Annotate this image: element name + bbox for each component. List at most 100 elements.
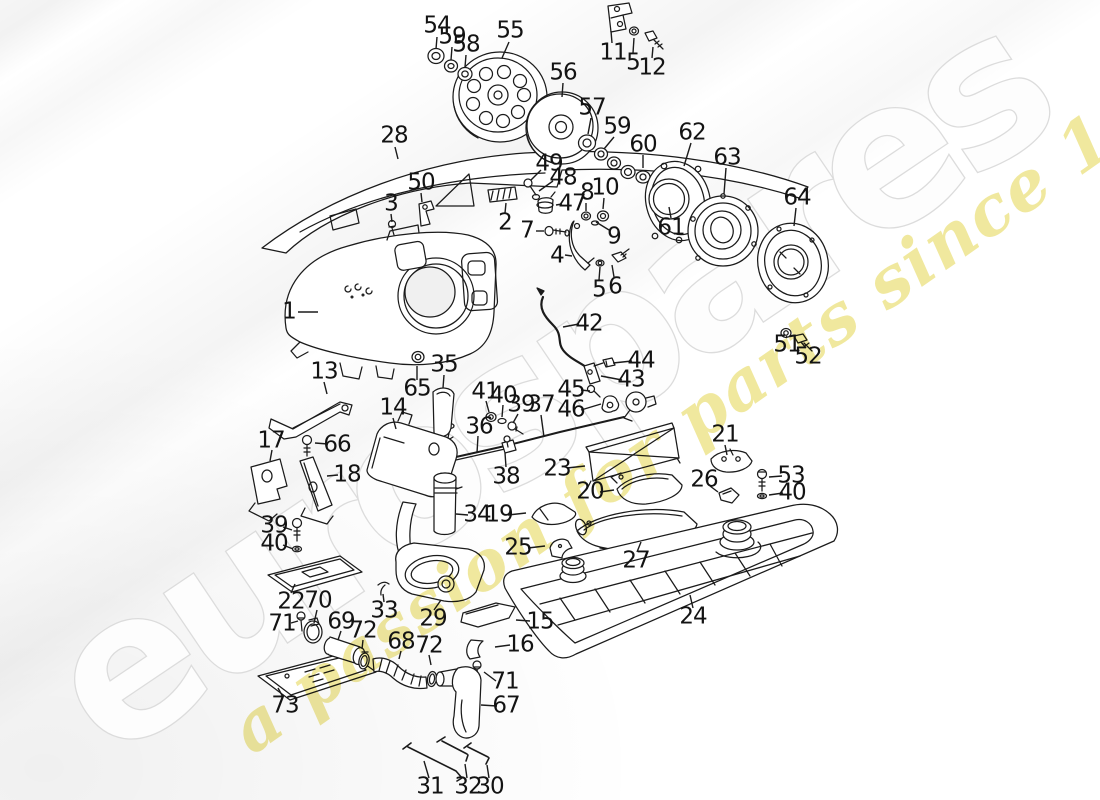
callout-29[interactable]: 29 [419, 605, 447, 632]
callout-53[interactable]: 53 [777, 462, 805, 489]
callout-72[interactable]: 72 [415, 632, 443, 659]
callout-36[interactable]: 36 [465, 413, 493, 440]
callout-68[interactable]: 68 [387, 628, 415, 655]
callout-72[interactable]: 72 [349, 617, 377, 644]
callout-22[interactable]: 22 [277, 588, 305, 615]
callout-18[interactable]: 18 [333, 461, 361, 488]
callout-42[interactable]: 42 [575, 310, 603, 337]
leader-line-26 [709, 485, 719, 493]
callout-65[interactable]: 65 [403, 375, 431, 402]
callout-56[interactable]: 56 [549, 59, 577, 86]
callout-54[interactable]: 54 [423, 12, 451, 39]
callout-10[interactable]: 10 [591, 174, 619, 201]
leader-line-11 [610, 30, 613, 44]
callout-34[interactable]: 34 [463, 501, 491, 528]
callout-38[interactable]: 38 [492, 463, 520, 490]
callout-5[interactable]: 5 [626, 49, 641, 76]
callout-44[interactable]: 44 [627, 347, 655, 374]
callout-35[interactable]: 35 [430, 351, 458, 378]
callout-16[interactable]: 16 [506, 631, 534, 658]
callout-47[interactable]: 47 [558, 190, 586, 217]
leader-line-16 [494, 644, 511, 648]
callout-52[interactable]: 52 [794, 343, 822, 370]
callout-57[interactable]: 57 [578, 94, 606, 121]
callout-6[interactable]: 6 [608, 273, 623, 300]
callout-69[interactable]: 69 [327, 608, 355, 635]
leader-line-15 [515, 619, 531, 622]
callout-58[interactable]: 58 [452, 31, 480, 58]
callout-33[interactable]: 33 [370, 597, 398, 624]
leader-line-10 [602, 197, 605, 210]
callout-2[interactable]: 2 [498, 209, 513, 236]
callout-12[interactable]: 12 [638, 54, 666, 81]
callout-59[interactable]: 59 [438, 23, 466, 50]
leader-line-27 [636, 541, 642, 553]
callout-28[interactable]: 28 [380, 122, 408, 149]
callout-45[interactable]: 45 [557, 376, 585, 403]
callout-46[interactable]: 46 [557, 396, 585, 423]
callout-4[interactable]: 4 [550, 242, 565, 269]
callout-37[interactable]: 37 [527, 391, 555, 418]
callout-21[interactable]: 21 [711, 421, 739, 448]
callout-43[interactable]: 43 [617, 366, 645, 393]
callout-40[interactable]: 40 [260, 530, 288, 557]
callout-13[interactable]: 13 [310, 358, 338, 385]
leader-line-22 [290, 583, 296, 594]
callout-1[interactable]: 1 [282, 298, 297, 325]
callout-48[interactable]: 48 [549, 164, 577, 191]
callout-66[interactable]: 66 [323, 431, 351, 458]
callout-11[interactable]: 11 [599, 39, 627, 66]
leader-line-73 [277, 687, 284, 698]
callout-63[interactable]: 63 [713, 144, 741, 171]
callout-24[interactable]: 24 [679, 603, 707, 630]
leader-line-46 [580, 403, 602, 411]
callout-55[interactable]: 55 [496, 17, 524, 44]
callout-67[interactable]: 67 [492, 692, 520, 719]
callout-59[interactable]: 59 [603, 113, 631, 140]
callout-23[interactable]: 23 [543, 455, 571, 482]
callout-20[interactable]: 20 [576, 478, 604, 505]
callout-73[interactable]: 73 [271, 692, 299, 719]
callout-32[interactable]: 32 [454, 773, 482, 800]
callout-40[interactable]: 40 [489, 382, 517, 409]
callout-64[interactable]: 64 [783, 184, 811, 211]
callout-27[interactable]: 27 [622, 547, 650, 574]
callout-17[interactable]: 17 [257, 427, 285, 454]
callout-50[interactable]: 50 [407, 169, 435, 196]
callout-71[interactable]: 71 [491, 668, 519, 695]
callout-31[interactable]: 31 [416, 773, 444, 800]
callout-15[interactable]: 15 [526, 608, 554, 635]
callout-5[interactable]: 5 [592, 276, 607, 303]
callout-8[interactable]: 8 [580, 179, 595, 206]
callout-19[interactable]: 19 [485, 501, 513, 528]
callout-70[interactable]: 70 [304, 587, 332, 614]
callout-49[interactable]: 49 [535, 150, 563, 177]
leader-line-68 [398, 650, 402, 660]
callout-26[interactable]: 26 [690, 466, 718, 493]
callout-3[interactable]: 3 [384, 190, 399, 217]
callout-7[interactable]: 7 [520, 217, 535, 244]
callout-9[interactable]: 9 [607, 223, 622, 250]
callout-40[interactable]: 40 [778, 479, 806, 506]
leader-line-12 [651, 46, 654, 59]
callout-71[interactable]: 71 [268, 610, 296, 637]
callout-39[interactable]: 39 [507, 391, 535, 418]
leader-line-32 [464, 763, 468, 779]
callout-25[interactable]: 25 [504, 534, 532, 561]
callout-39[interactable]: 39 [260, 512, 288, 539]
leader-line-25 [527, 545, 546, 549]
leader-line-52 [800, 341, 807, 349]
callout-62[interactable]: 62 [678, 119, 706, 146]
callout-30[interactable]: 30 [476, 773, 504, 800]
callout-60[interactable]: 60 [629, 131, 657, 158]
leader-line-38 [504, 452, 507, 468]
leader-line-24 [689, 594, 694, 609]
leader-line-55 [501, 41, 510, 59]
callout-41[interactable]: 41 [471, 378, 499, 405]
callout-61[interactable]: 61 [657, 214, 685, 241]
part-floor-tray [503, 503, 839, 659]
callout-14[interactable]: 14 [379, 394, 407, 421]
leader-line-49 [530, 169, 542, 181]
callout-51[interactable]: 51 [773, 331, 801, 358]
part-fan-shroud [284, 224, 499, 380]
